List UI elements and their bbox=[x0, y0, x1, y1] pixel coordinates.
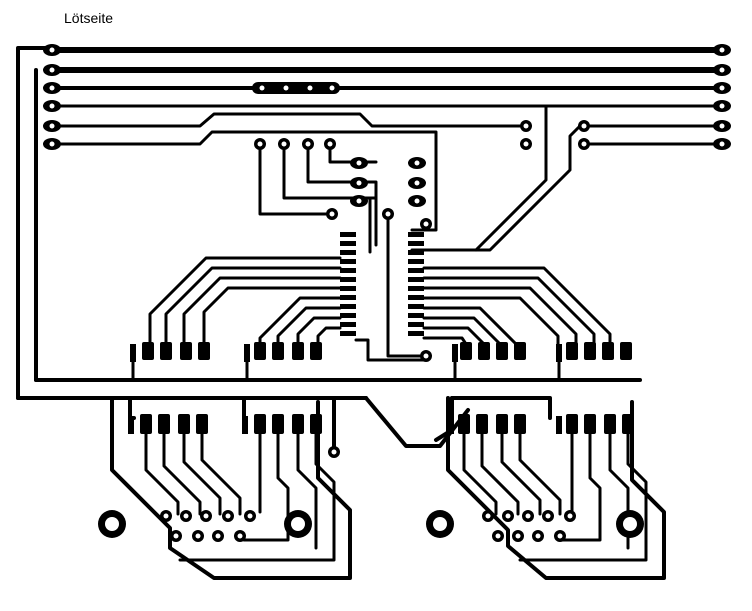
board-side-label: Lötseite bbox=[64, 10, 114, 26]
bus-pads-left bbox=[43, 44, 61, 150]
ground-frame bbox=[16, 46, 642, 448]
ic-fanout-left bbox=[148, 256, 342, 346]
upper-fanout-pads bbox=[254, 138, 432, 362]
bus-pads-right bbox=[713, 44, 731, 150]
lower-left-connector-row bbox=[128, 414, 322, 434]
ic-footprint bbox=[340, 232, 428, 362]
resistor-array bbox=[252, 82, 340, 94]
upper-connector-row bbox=[130, 342, 632, 382]
ic-left-pads bbox=[340, 232, 356, 336]
lower-right-mount-holes bbox=[426, 510, 644, 538]
top-bus-traces bbox=[47, 47, 727, 252]
lower-left-module bbox=[98, 396, 352, 580]
ic-right-pads bbox=[408, 232, 424, 336]
mid-pads bbox=[520, 120, 590, 150]
right-side-pads bbox=[328, 446, 340, 458]
crystal-pads bbox=[350, 157, 426, 207]
ic-fanout-right bbox=[422, 266, 612, 348]
lower-right-plug-pads bbox=[482, 510, 576, 542]
lower-right-connector-row bbox=[448, 414, 634, 434]
lower-left-plug-pads bbox=[160, 510, 256, 542]
lower-right-module bbox=[426, 396, 666, 580]
lower-left-mount-holes bbox=[98, 510, 312, 538]
